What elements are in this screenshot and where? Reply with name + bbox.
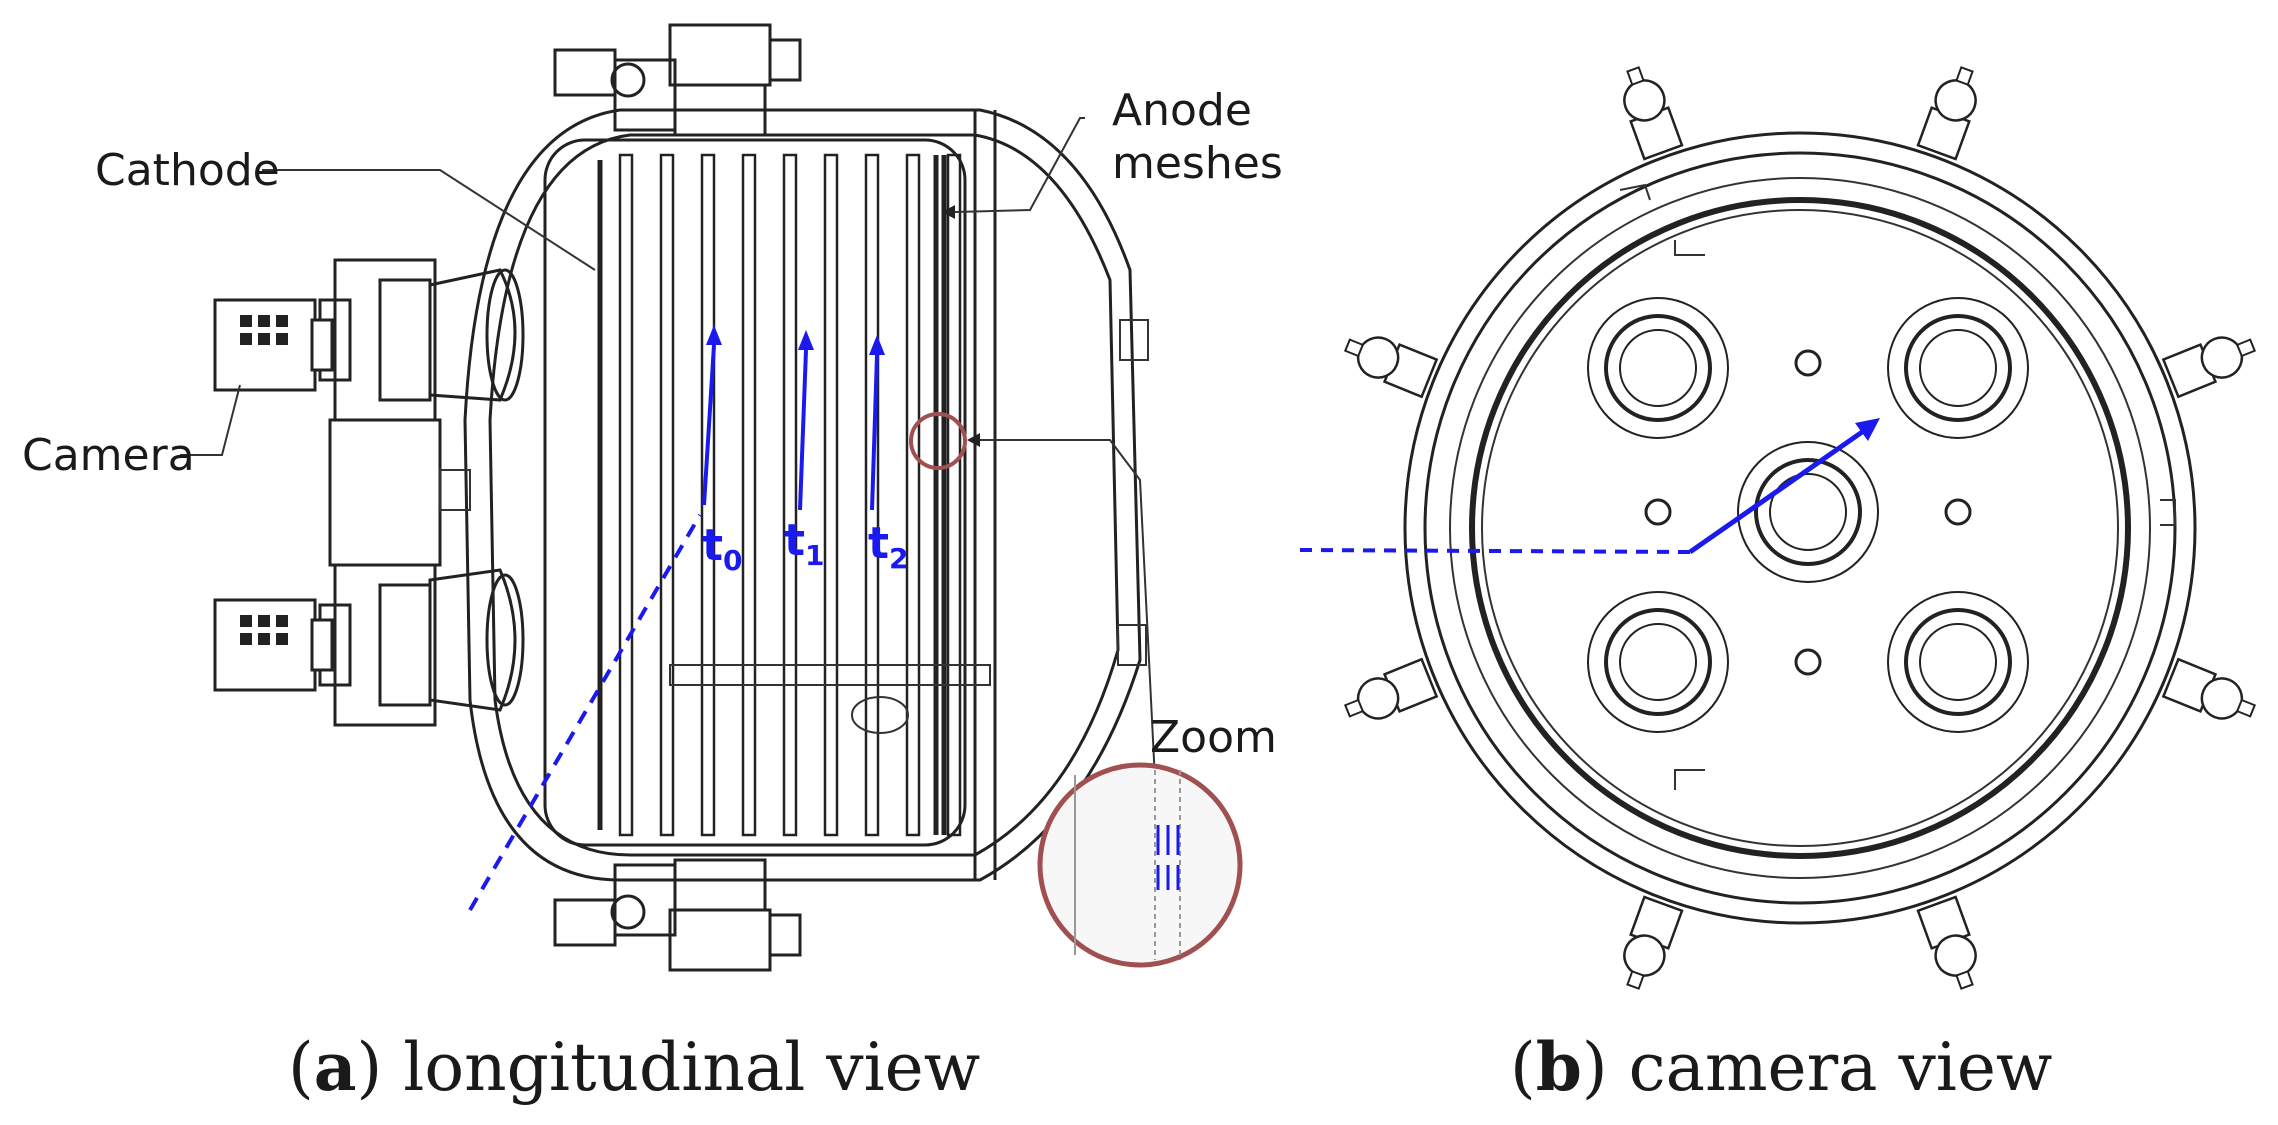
field-rings (618, 153, 962, 837)
bracket-mark (1674, 240, 1705, 256)
clamp-lug (1916, 66, 1977, 161)
clamp-lug (1916, 895, 1977, 990)
field-ring (618, 153, 634, 837)
anode-label-line2: meshes (1112, 138, 1283, 189)
field-ring (864, 153, 880, 837)
clamp-lugs (1343, 66, 2257, 990)
drift-track-t2 (869, 335, 885, 511)
bottom-clamp (553, 858, 802, 972)
track-label-t0: t0 (702, 520, 743, 577)
small-hole-right (1944, 498, 1972, 526)
clamp-lug (1623, 66, 1684, 161)
field-ring (659, 153, 675, 837)
vessel-ring-3 (1449, 177, 2151, 879)
zoom-inset (1037, 762, 1243, 968)
track-label-t1: t1 (784, 515, 825, 572)
small-hole-bottom (1794, 648, 1822, 676)
top-clamp (553, 23, 802, 137)
vessel-outer-wall (463, 108, 1142, 882)
bracket-mark (1674, 769, 1705, 790)
side-port-right-lower (1117, 624, 1147, 666)
zoom-label: Zoom (1150, 712, 1277, 763)
side-port (439, 469, 471, 511)
vessel-outer-ring (1403, 131, 2197, 925)
rail-feedthrough (851, 696, 909, 734)
clamp-lug (2161, 336, 2257, 399)
incoming-track-dashed (468, 513, 702, 912)
field-ring (741, 153, 757, 837)
bracket-mark (2160, 499, 2176, 526)
vessel-inner-wall (488, 133, 1120, 857)
field-ring (823, 153, 839, 837)
support-rail (669, 664, 991, 686)
anode-arrow-head (942, 205, 955, 219)
viewport-window (1737, 441, 1879, 583)
panel-a-longitudinal-view: Cathode Anode meshes Camera Zoom t0 t1 t… (22, 23, 1283, 1106)
viewport-upper (428, 268, 525, 402)
track-projection-arrow (1855, 418, 1880, 441)
viewport-windows (1587, 297, 2029, 733)
camera-icon (213, 298, 334, 392)
clamp-lug (2161, 657, 2257, 720)
side-port-right-upper (1119, 319, 1149, 361)
drift-track-t0 (702, 325, 722, 506)
zoom-leader-line (980, 439, 1156, 781)
camera-leader-line (180, 384, 241, 456)
drift-chamber (543, 138, 967, 847)
camera-mount-upper (318, 258, 437, 422)
viewport-lower (428, 568, 525, 712)
incoming-track-projection (1299, 548, 1691, 554)
field-ring (700, 153, 716, 837)
panel-b-camera-view: (b) camera view (1299, 66, 2257, 1106)
bracket-mark (1619, 183, 1651, 201)
camera-label: Camera (22, 430, 195, 481)
zoom-track-arrows (1156, 825, 1180, 890)
field-ring (946, 153, 962, 837)
anode-label-line1: Anode (1112, 85, 1252, 136)
clamp-lug (1343, 657, 1439, 720)
track-projection (1688, 427, 1867, 555)
vessel-ring-2 (1423, 151, 2177, 905)
field-ring (905, 153, 921, 837)
viewport-window (1887, 297, 2029, 439)
clamp-lug (1623, 895, 1684, 990)
anode-leader-line (954, 117, 1085, 213)
cathode-leader-line (262, 169, 596, 271)
camera-mount-lower (318, 563, 437, 727)
caption-b: (b) camera view (1510, 1028, 2052, 1106)
zoom-marker (909, 412, 967, 470)
track-label-t2: t2 (868, 518, 909, 575)
caption-a: (a) longitudinal view (288, 1028, 980, 1106)
viewport-window (1887, 591, 2029, 733)
small-hole-top (1794, 349, 1822, 377)
small-hole-left (1644, 498, 1672, 526)
cathode-label: Cathode (95, 145, 280, 196)
chamber-ring (1469, 197, 2131, 859)
field-ring (782, 153, 798, 837)
viewport-window (1587, 297, 1729, 439)
zoom-arrow-head (967, 433, 980, 447)
chamber-inner-ring (1481, 209, 2119, 847)
drift-track-t1 (798, 330, 814, 511)
clamp-lug (1343, 336, 1439, 399)
camera-icon (213, 598, 334, 692)
viewport-window (1587, 591, 1729, 733)
camera-bracket (328, 418, 442, 567)
